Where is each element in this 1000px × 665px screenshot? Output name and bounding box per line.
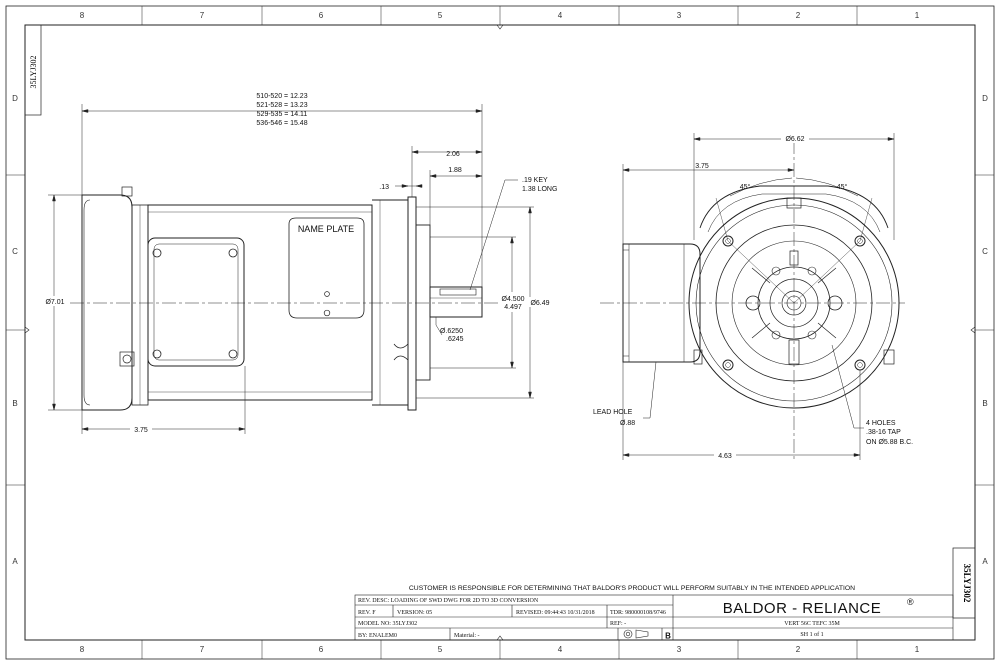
brand-name: BALDOR - RELIANCE [723, 600, 882, 617]
drawing-number-box-right: 35LYJ302 [952, 547, 976, 619]
dim-0-13: .13 [379, 184, 389, 191]
material: Material: - [454, 633, 480, 639]
dim-2-06: 2.06 [446, 151, 460, 158]
dia-6-62: Ø6.62 [785, 136, 804, 143]
zone-row-c-left: C [12, 247, 18, 256]
dim-3-75-side: 3.75 [134, 427, 148, 434]
dia-7-01: Ø7.01 [45, 299, 64, 306]
length-row-1: 510-520 = 12.23 [256, 93, 307, 100]
length-row-2: 521-528 = 13.23 [256, 102, 307, 109]
version: VERSION: 05 [397, 610, 432, 616]
dia-4-497: 4.497 [504, 304, 522, 311]
zone-col-1-bottom: 1 [915, 645, 920, 654]
front-view-dimensions [622, 133, 895, 460]
revised-date: REVISED: 09:44:43 10/31/2018 [516, 610, 595, 616]
angle-45-right: 45° [837, 183, 848, 191]
zone-col-6-bottom: 6 [319, 645, 324, 654]
drawing-number-right: 35LYJ302 [962, 564, 972, 603]
zone-col-5-bottom: 5 [438, 645, 443, 654]
length-row-3: 529-535 = 14.11 [257, 111, 308, 118]
zone-col-5-top: 5 [438, 11, 443, 20]
dim-4-63: 4.63 [718, 453, 732, 460]
dim-1-88: 1.88 [448, 167, 462, 174]
model-number: MODEL NO: 35LYJ302 [358, 621, 417, 627]
rev-description: REV. DESC: LOADING OF SWD DWG FOR 2D TO … [358, 598, 539, 604]
zone-col-8-bottom: 8 [80, 645, 85, 654]
zone-row-d-right: D [982, 94, 988, 103]
lead-hole-dia: Ø.88 [620, 420, 635, 427]
key-size: .19 KEY [522, 177, 548, 184]
zone-row-c-right: C [982, 247, 988, 256]
brand-registered-mark: ® [907, 597, 914, 607]
title-block [354, 594, 954, 641]
key-length: 1.38 LONG [522, 186, 557, 193]
angle-45-left: 45° [740, 183, 751, 191]
zone-col-2-bottom: 2 [796, 645, 801, 654]
tap-holes-count: 4 HOLES [866, 420, 896, 427]
zone-col-3-bottom: 3 [677, 645, 682, 654]
front-view-labels: Ø6.62 3.75 45° 45° LEAD HOLE Ø.88 4.63 4… [593, 134, 913, 460]
tdr-number: TDR: 980000108/9746 [610, 610, 666, 616]
front-view [600, 140, 905, 460]
length-row-4: 536-546 = 15.48 [256, 120, 307, 127]
tap-holes-thread: .38-16 TAP [866, 429, 901, 436]
drawing-number-left: 35LYJ302 [29, 56, 38, 89]
tap-holes-bolt-circle: ON Ø5.88 B.C. [866, 439, 913, 446]
side-view-dimensions [48, 104, 534, 434]
title-block-text: CUSTOMER IS RESPONSIBLE FOR DETERMINING … [358, 585, 914, 641]
zone-col-7-top: 7 [200, 11, 205, 20]
zone-col-1-top: 1 [915, 11, 920, 20]
zone-row-b-left: B [12, 399, 17, 408]
zone-col-6-top: 6 [319, 11, 324, 20]
drawing-number-box-left: 35LYJ302 [24, 24, 42, 116]
rev-letter: REV. F [358, 610, 376, 616]
name-plate-label: NAME PLATE [298, 224, 354, 234]
third-angle-projection-icon [623, 629, 649, 639]
customer-notice: CUSTOMER IS RESPONSIBLE FOR DETERMINING … [409, 585, 855, 592]
drawn-by: BY: ENALEM0 [358, 633, 397, 639]
zone-row-a-left: A [12, 557, 18, 566]
zone-col-4-top: 4 [558, 11, 563, 20]
zone-col-4-bottom: 4 [558, 645, 563, 654]
sheet-size: B [665, 632, 671, 641]
zone-col-8-top: 8 [80, 11, 85, 20]
reference: REF: - [610, 621, 626, 627]
zone-row-a-right: A [982, 557, 988, 566]
dia-4-500: Ø4.500 [502, 296, 525, 303]
side-view-labels: 510-520 = 12.23 521-528 = 13.23 529-535 … [44, 93, 557, 434]
dia-0-6250: Ø.6250 [440, 328, 463, 335]
sheet-number: SH 1 of 1 [800, 631, 823, 638]
zone-row-b-right: B [982, 399, 987, 408]
zone-col-2-top: 2 [796, 11, 801, 20]
dia-6-49: Ø6.49 [530, 300, 549, 307]
dim-3-75-front: 3.75 [695, 163, 709, 170]
zone-labels: 8 7 6 5 4 3 2 1 8 7 6 5 4 3 2 1 D C B A … [12, 11, 988, 654]
motor-description: VERT 56C TEFC 35M [784, 621, 840, 627]
lead-hole-label: LEAD HOLE [593, 409, 633, 416]
side-view [70, 186, 520, 411]
dia-0-6245: .6245 [446, 336, 464, 343]
zone-col-7-bottom: 7 [200, 645, 205, 654]
zone-row-d-left: D [12, 94, 18, 103]
zone-col-3-top: 3 [677, 11, 682, 20]
